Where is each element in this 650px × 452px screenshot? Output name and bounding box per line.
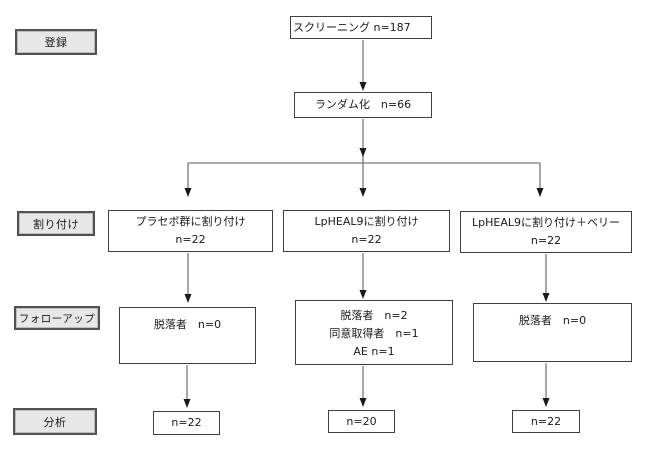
box-line: 脱落者 n=2 <box>340 308 408 322</box>
arrowhead-fu-to-analysis-placebo <box>183 399 191 408</box>
allocation-lpheal9-berry-box: LpHEAL9に割り付け＋ベリー n=22 <box>460 211 632 253</box>
followup-lpheal9-berry-box: 脱落者 n=0 <box>473 303 632 362</box>
arrowhead-screening-to-randomization <box>359 82 367 91</box>
stage-label-followup: フォローアップ <box>14 306 100 330</box>
box-line: n=22 <box>530 234 562 247</box>
analysis-lpheal9-box: n=20 <box>328 410 395 433</box>
box-line: スクリーニング n=187 <box>293 20 411 34</box>
stage-label-text: 登録 <box>44 36 68 49</box>
screening-box: スクリーニング n=187 <box>290 16 432 39</box>
arrowhead-alloc-to-fu-placebo <box>184 294 192 303</box>
allocation-lpheal9-box: LpHEAL9に割り付け n=22 <box>283 210 450 252</box>
stage-label-allocation: 割り付け <box>17 211 95 236</box>
box-line: 同意取得者 n=1 <box>329 326 419 340</box>
arrowhead-fu-to-analysis-lpheal9 <box>359 398 367 407</box>
followup-lpheal9-box: 脱落者 n=2 同意取得者 n=1 AE n=1 <box>295 300 453 365</box>
arrowhead-alloc-to-fu-berry <box>542 293 550 302</box>
arrowhead-branch-to-placebo <box>184 188 192 197</box>
stage-label-text: 分析 <box>43 415 67 429</box>
stage-label-text: 割り付け <box>33 217 79 231</box>
stage-label-analysis: 分析 <box>13 408 97 435</box>
box-line: ランダム化 n=66 <box>314 98 412 111</box>
box-line: LpHEAL9に割り付け＋ベリー <box>472 216 620 229</box>
arrowhead-alloc-to-fu-lpheal9 <box>359 290 367 299</box>
arrowhead-fu-to-analysis-berry <box>542 398 550 407</box>
analysis-lpheal9-berry-box: n=22 <box>512 410 580 433</box>
randomization-box: ランダム化 n=66 <box>294 92 432 118</box>
arrowhead-branch-to-berry <box>536 188 544 197</box>
box-line: n=22 <box>530 414 562 428</box>
followup-placebo-box: 脱落者 n=0 <box>119 307 256 364</box>
box-line: 脱落者 n=0 <box>518 314 587 327</box>
arrowhead-randomization-to-branch <box>359 148 367 157</box>
stage-label-text: フォローアップ <box>18 312 96 325</box>
stage-label-registration: 登録 <box>15 29 97 55</box>
box-line: 脱落者 n=0 <box>153 318 222 331</box>
arrowhead-branch-to-lpheal9 <box>359 188 367 197</box>
box-line: AE n=1 <box>353 344 395 358</box>
box-line: n=22 <box>171 416 202 429</box>
box-line: n=22 <box>175 233 206 246</box>
box-line: プラセボ群に割り付け <box>135 215 246 228</box>
allocation-placebo-box: プラセボ群に割り付け n=22 <box>108 210 273 252</box>
box-line: n=22 <box>351 233 382 246</box>
analysis-placebo-box: n=22 <box>153 411 220 435</box>
box-line: n=20 <box>346 414 377 428</box>
box-line: LpHEAL9に割り付け <box>314 215 419 228</box>
